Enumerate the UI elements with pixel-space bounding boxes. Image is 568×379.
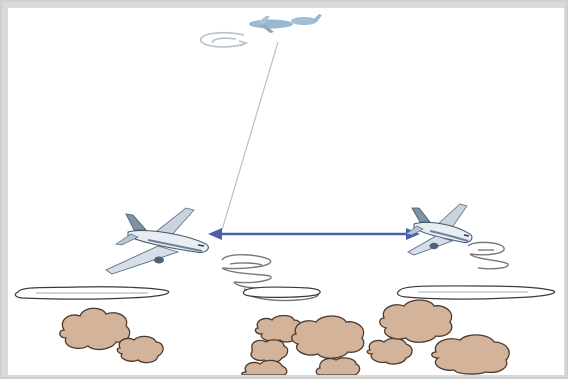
swirl-icon	[468, 242, 508, 268]
bush-cluster-icon	[380, 300, 452, 342]
high-aircraft-swirl-icon	[201, 33, 246, 47]
airliner-icon	[106, 208, 208, 274]
bush-cluster-icon	[292, 316, 364, 358]
airliner-icon	[406, 204, 472, 255]
flat-cloud-icon	[398, 286, 555, 299]
wake-turbulence-right	[468, 242, 508, 268]
left-airliner	[106, 208, 208, 274]
bush-cluster-icon	[242, 360, 287, 375]
air-to-high-altitude-link	[222, 42, 278, 230]
flat-cloud-icon	[243, 287, 320, 297]
air-to-air-link-arrow	[208, 228, 420, 240]
terrain	[60, 300, 509, 375]
right-airliner	[406, 204, 472, 255]
airborne-network-diagram	[8, 8, 564, 375]
diagram-canvas	[8, 8, 564, 375]
cloud-layer	[15, 286, 554, 299]
high-altitude-aircraft	[201, 14, 322, 47]
bush-cluster-icon	[117, 336, 163, 362]
small-aircraft-icon	[249, 14, 322, 33]
bush-cluster-icon	[432, 335, 509, 374]
bush-cluster-icon	[251, 340, 288, 363]
flat-cloud-icon	[15, 287, 168, 299]
bush-cluster-icon	[316, 358, 359, 375]
bush-cluster-icon	[367, 338, 412, 364]
